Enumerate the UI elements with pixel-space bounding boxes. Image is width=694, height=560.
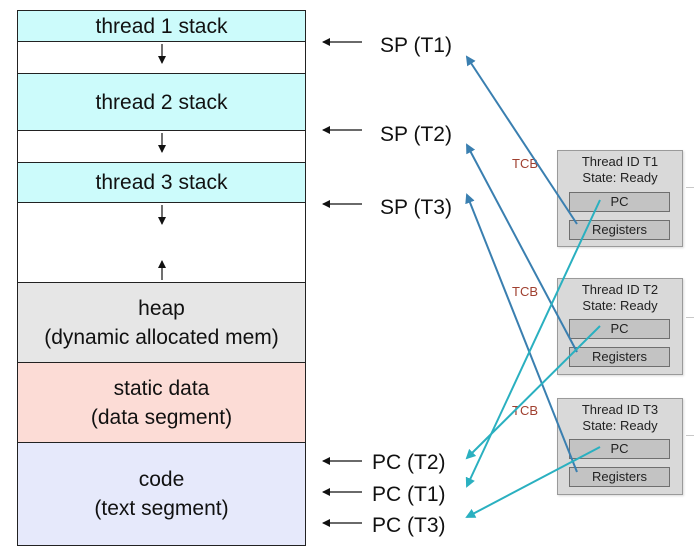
tcb-t2-id: Thread ID T2 (581, 282, 659, 297)
tcb-t3-pc: PC (569, 439, 670, 459)
static-data-sublabel: (data segment) (90, 405, 233, 429)
registers-t1-to-sp-t1-link (465, 55, 578, 225)
tcb-t1-pc: PC (569, 192, 670, 212)
tcb-t3: Thread ID T3 State: Ready PC Registers (557, 398, 683, 495)
thread3-stack-label: thread 3 stack (95, 171, 228, 194)
heap-segment: heap (dynamic allocated mem) (17, 282, 306, 363)
tcb-tag-t1: TCB (512, 156, 538, 171)
edge-tick (686, 317, 694, 318)
pc-t1-label: PC (T1) (372, 483, 446, 506)
static-data-label: static data (113, 376, 210, 400)
tcb-t1-state: State: Ready (582, 170, 658, 185)
tcb-t2: Thread ID T2 State: Ready PC Registers (557, 278, 683, 375)
thread3-stack: thread 3 stack (17, 162, 306, 203)
pc-t2-label: PC (T2) (372, 451, 446, 474)
tcb-t3-registers: Registers (569, 467, 670, 487)
tcb-t3-state: State: Ready (582, 418, 658, 433)
thread1-stack-label: thread 1 stack (95, 14, 228, 38)
thread2-stack: thread 2 stack (17, 73, 306, 131)
pc-t3-label: PC (T3) (372, 514, 446, 537)
pc-t3-link (465, 446, 601, 518)
sp-t2-label: SP (T2) (380, 123, 452, 146)
thread2-stack-label: thread 2 stack (95, 90, 228, 114)
tcb-t2-pc: PC (569, 319, 670, 339)
tcb-t1: Thread ID T1 State: Ready PC Registers (557, 150, 683, 247)
tcb-t1-registers: Registers (569, 220, 670, 240)
sp-t1-label: SP (T1) (380, 34, 452, 57)
sp-t3-label: SP (T3) (380, 196, 452, 219)
static-data-segment: static data (data segment) (17, 362, 306, 443)
tcb-t2-state: State: Ready (582, 298, 658, 313)
heap-sublabel: (dynamic allocated mem) (44, 325, 279, 349)
code-segment: code (text segment) (17, 442, 306, 546)
code-label: code (138, 468, 185, 491)
code-sublabel: (text segment) (94, 497, 229, 520)
tcb-t2-registers: Registers (569, 347, 670, 367)
tcb-t1-id: Thread ID T1 (581, 154, 659, 169)
edge-tick (686, 187, 694, 188)
edge-tick (686, 435, 694, 436)
heap-label: heap (138, 296, 185, 320)
registers-t3-to-sp-t3-link (465, 193, 578, 473)
registers-t2-to-sp-t2-link (466, 143, 578, 353)
pc-t1-link (465, 199, 601, 488)
pc-t2-link (465, 325, 601, 460)
tcb-t3-id: Thread ID T3 (581, 402, 659, 417)
tcb-tag-t2: TCB (512, 284, 538, 299)
